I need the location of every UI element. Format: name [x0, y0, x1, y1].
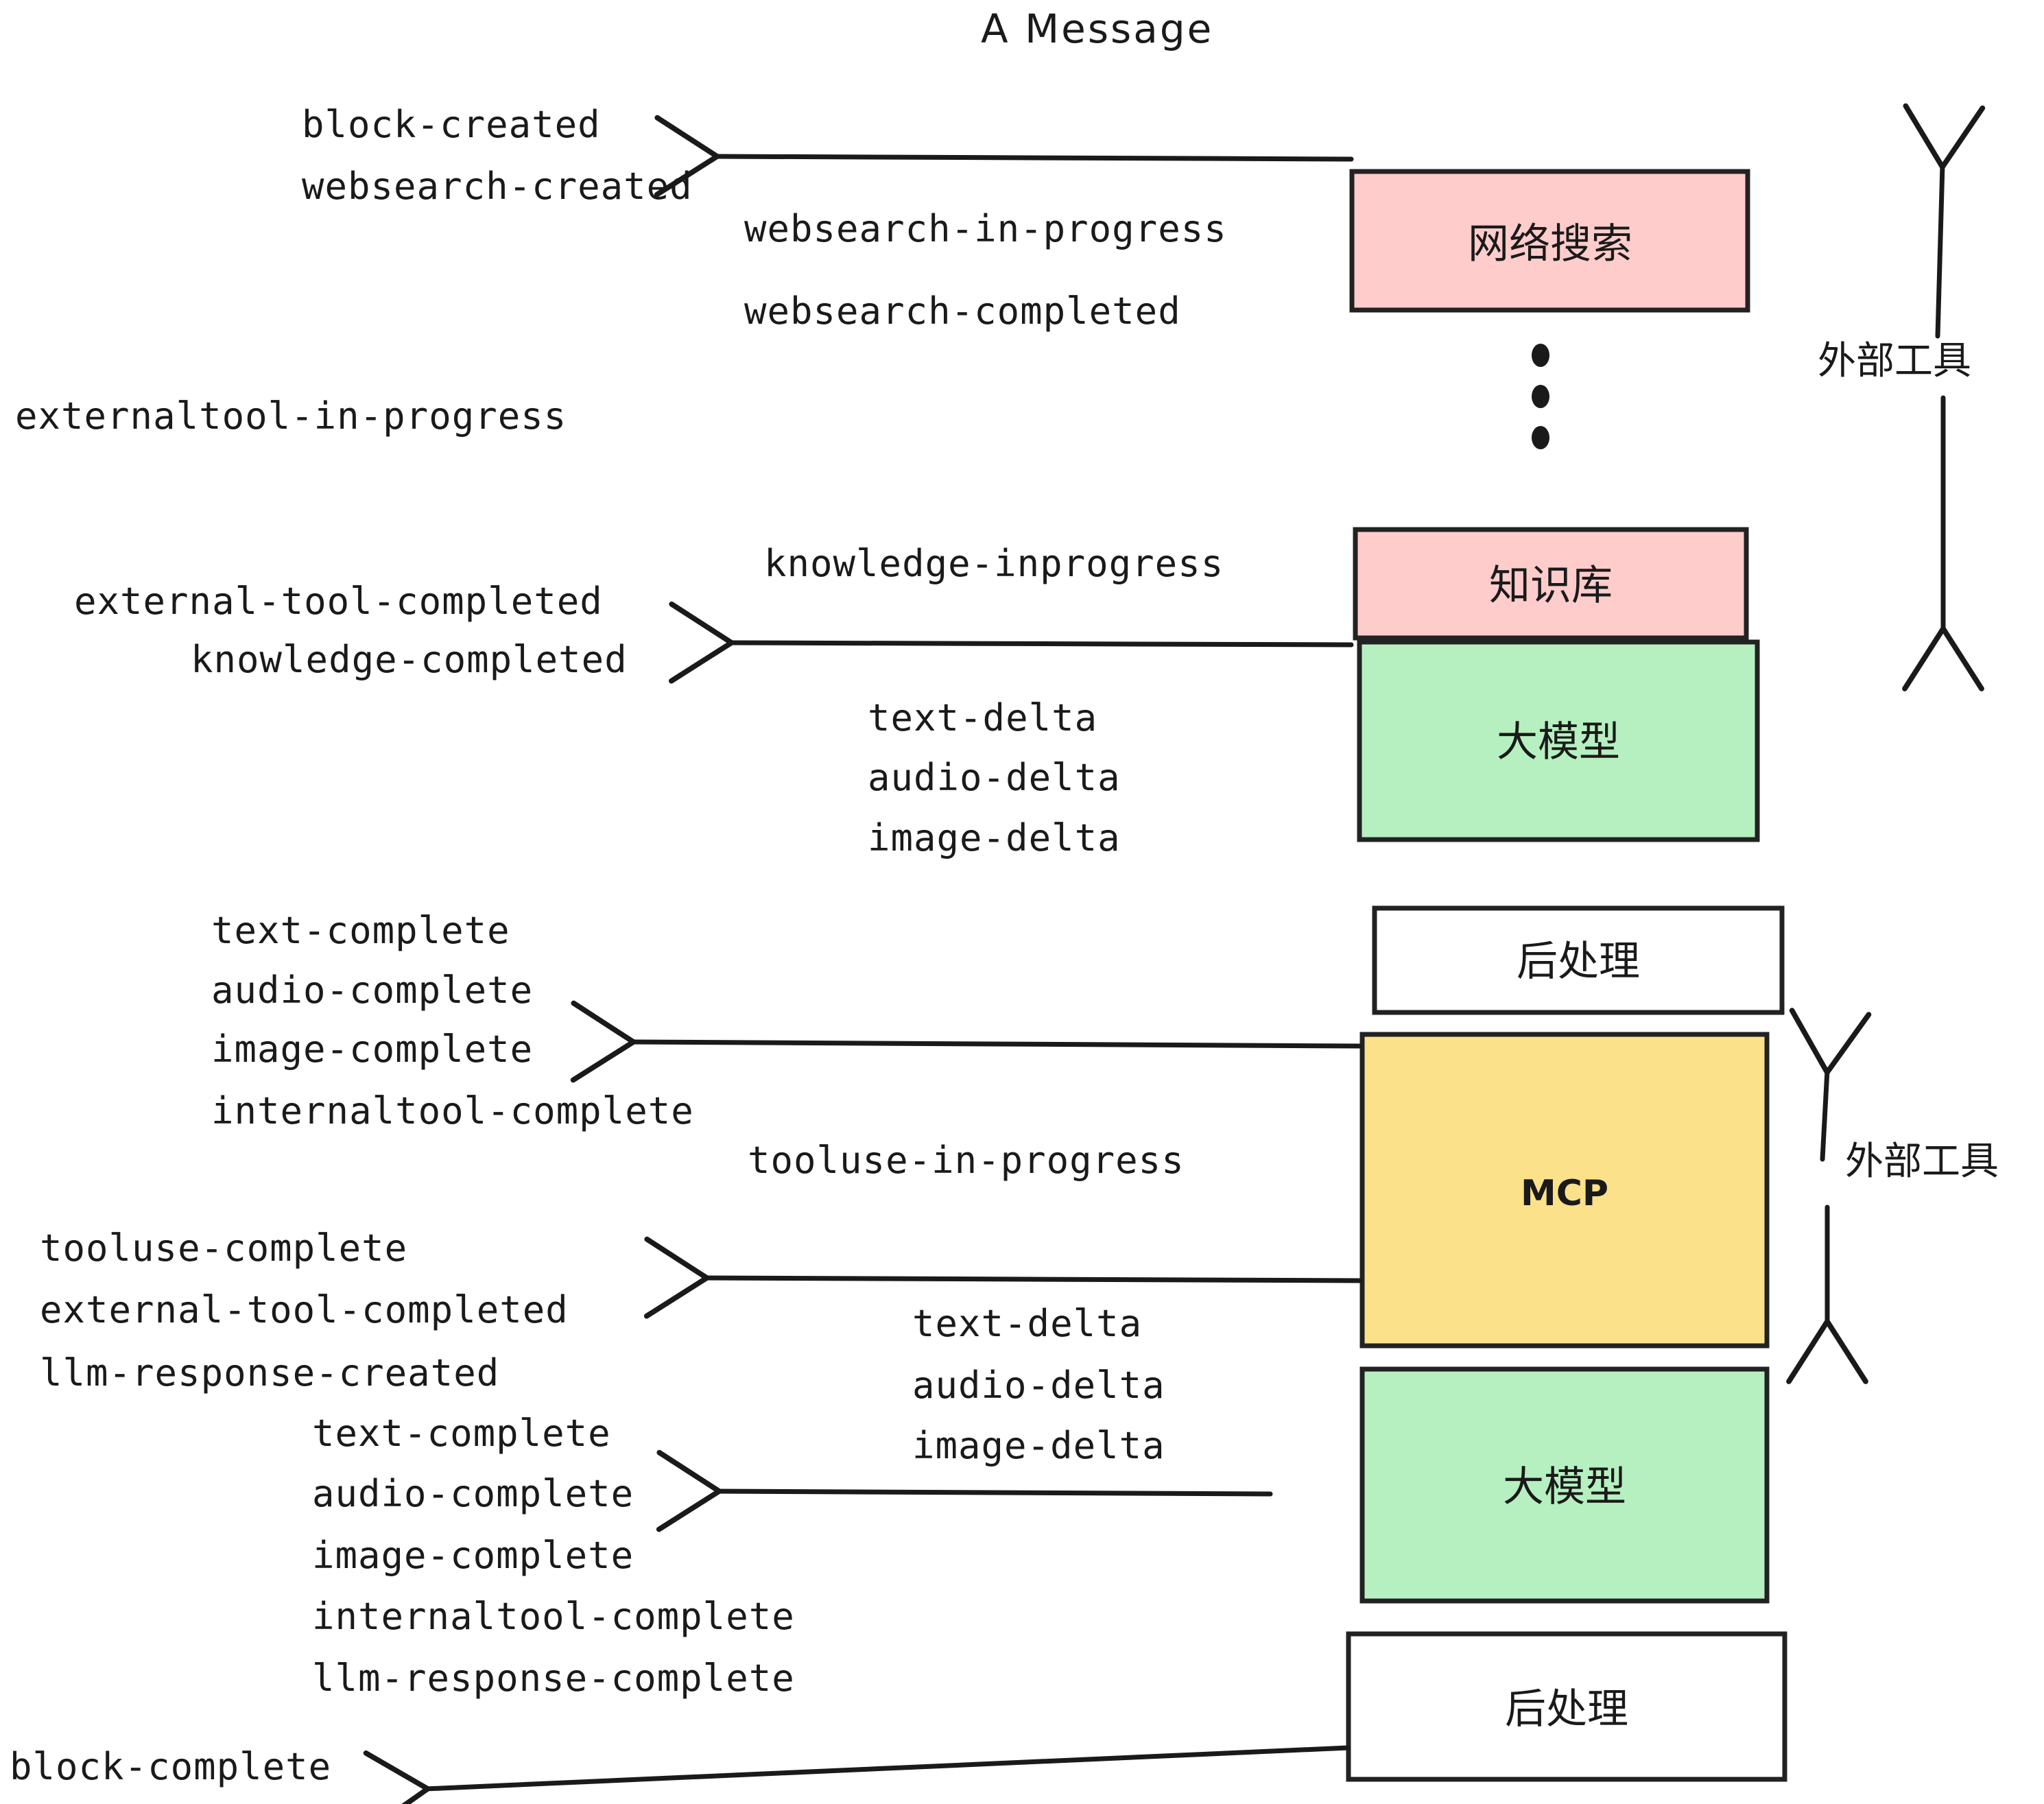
node-mcp-label: MCP: [1521, 1173, 1608, 1214]
event-websearch-created: websearch-created: [302, 165, 693, 208]
arrow-block-created: [654, 115, 1354, 198]
node-knowledge-label: 知识库: [1489, 562, 1613, 610]
node-llm-1-label: 大模型: [1497, 718, 1620, 766]
external-tools-bottom-label: 外部工具: [1845, 1139, 1999, 1184]
external-tools-bracket-top: 外部工具: [1818, 103, 1986, 691]
node-knowledge: 知识库: [1353, 527, 1749, 641]
node-llm-1: 大模型: [1357, 639, 1760, 842]
node-mcp: MCP: [1359, 1032, 1770, 1349]
event-block-created: block-created: [302, 103, 601, 146]
event-audio-delta-1: audio-delta: [868, 756, 1121, 799]
event-image-delta-1: image-delta: [868, 816, 1121, 859]
node-llm-2-rect: [1359, 1366, 1770, 1604]
external-tools-bracket-bottom: 外部工具: [1786, 1008, 1999, 1384]
external-tools-top-label: 外部工具: [1818, 339, 1971, 383]
arrow-audio-complete: [656, 1449, 1273, 1532]
event-knowledge-inprogress: knowledge-inprogress: [764, 542, 1224, 585]
node-postprocess-1: 后处理: [1372, 905, 1785, 1015]
event-image-complete-2: image-complete: [312, 1534, 634, 1577]
event-tooluse-in-progress: tooluse-in-progress: [748, 1139, 1185, 1182]
event-text-delta-1: text-delta: [868, 696, 1097, 739]
arrow-block-complete: [363, 1745, 1351, 1804]
node-websearch-label: 网络搜索: [1468, 220, 1632, 268]
node-llm-1-rect: [1357, 639, 1760, 842]
event-internaltool-complete-1: internaltool-complete: [211, 1089, 694, 1132]
event-text-complete-2: text-complete: [312, 1412, 611, 1455]
external-tools-up-arrow-icon: [1903, 103, 1986, 339]
node-llm-2-label: 大模型: [1503, 1463, 1626, 1511]
node-knowledge-rect: [1353, 527, 1749, 641]
event-text-delta-2: text-delta: [912, 1302, 1142, 1345]
node-postprocess-2-label: 后处理: [1505, 1685, 1628, 1733]
arrow-knowledge-completed: [668, 601, 1354, 684]
event-block-complete: block-complete: [10, 1745, 331, 1788]
node-websearch-rect: [1349, 169, 1750, 313]
event-llm-response-created: llm-response-created: [40, 1351, 499, 1394]
event-external-tool-completed-1: external-tool-completed: [74, 580, 603, 623]
event-image-complete-1: image-complete: [211, 1028, 533, 1071]
node-postprocess-1-label: 后处理: [1517, 938, 1640, 986]
event-tooluse-complete: tooluse-complete: [40, 1226, 407, 1270]
event-websearch-in-progress: websearch-in-progress: [744, 207, 1227, 250]
node-mcp-rect: [1359, 1032, 1770, 1349]
event-websearch-completed: websearch-completed: [744, 289, 1181, 333]
event-audio-complete-1: audio-complete: [211, 969, 533, 1012]
node-websearch: 网络搜索: [1349, 169, 1750, 313]
node-postprocess-2-rect: [1346, 1631, 1787, 1782]
page-title: A Message: [981, 5, 1213, 52]
node-llm-2: 大模型: [1359, 1366, 1770, 1604]
arrow-tooluse-complete: [643, 1236, 1362, 1319]
event-knowledge-completed: knowledge-completed: [191, 638, 628, 681]
event-audio-complete-2: audio-complete: [312, 1472, 634, 1515]
event-text-complete-1: text-complete: [211, 909, 510, 952]
event-externaltool-in-progress: externaltool-in-progress: [15, 394, 567, 438]
event-audio-delta-2: audio-delta: [912, 1364, 1165, 1407]
node-postprocess-1-rect: [1372, 905, 1785, 1015]
event-image-delta-2: image-delta: [912, 1424, 1165, 1467]
arrow-image-complete: [570, 1000, 1362, 1083]
event-external-tool-completed-2: external-tool-completed: [40, 1288, 569, 1331]
vertical-ellipsis-icon: [1532, 344, 1549, 449]
event-internaltool-complete-2: internaltool-complete: [312, 1595, 795, 1638]
external-tools-up-arrow-icon-2: [1789, 1008, 1872, 1162]
node-postprocess-2: 后处理: [1346, 1631, 1787, 1782]
event-llm-response-complete: llm-response-complete: [312, 1657, 795, 1700]
